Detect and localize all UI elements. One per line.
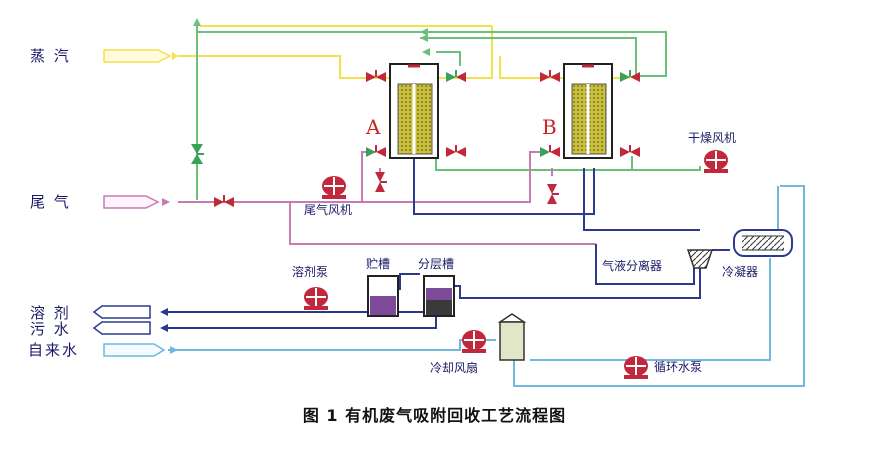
sewage-outlet-arrow [92,321,151,335]
valve-a-bottom-right [446,145,466,157]
adsorber-a-label: A [365,115,381,139]
condenser-label: 冷凝器 [722,264,758,279]
tap-water-label: 自来水 [28,341,79,359]
valve-a-top-left [366,70,386,82]
valve-b-top-left [540,70,560,82]
adsorber-b-label: B [542,115,557,139]
condenser [733,229,793,257]
valve-a-vertical [375,172,387,192]
tail-gas-inlet-arrow [103,195,160,209]
solvent-outlet-arrow [92,305,151,319]
tap-water-inlet-arrow [103,343,166,357]
valve-b-vertical [547,184,559,204]
adsorber-a [389,63,439,159]
gas-liquid-separator-label: 气液分离器 [602,258,662,273]
blue-pipes [168,185,805,387]
tail-gas-label: 尾 气 [30,193,71,211]
flow-arrows [160,18,430,354]
valve-tail-gas-inlet [214,195,234,207]
cooling-tower [497,313,527,361]
drying-fan [704,150,728,173]
tail-gas-fan [322,176,346,199]
drying-fan-label: 干燥风机 [688,131,736,145]
sewage-label: 污 水 [30,320,71,338]
solvent-pump [304,287,328,310]
gas-liquid-separator [686,249,714,269]
solvent-label: 溶 剂 [30,304,71,322]
circulation-pump-label: 循环水泵 [654,360,702,374]
storage-tank-label: 贮槽 [366,256,390,271]
green-pipes [196,26,701,200]
tail-gas-fan-label: 尾气风机 [304,202,352,217]
valve-green-vertical [191,144,204,164]
steam-label: 蒸 汽 [30,47,71,65]
separator-tank [423,275,455,317]
steam-inlet-arrow [103,49,172,63]
cooling-fan-label: 冷却风扇 [430,360,478,375]
tail-gas-pipes [178,151,596,245]
valve-b-bottom-left [540,145,560,157]
separator-tank-label: 分层槽 [418,257,454,271]
valve-b-top-right [620,70,640,82]
valve-a-bottom-left [366,145,386,157]
circulation-pump [624,356,648,379]
adsorber-b [563,63,613,159]
figure-caption: 图 1 有机废气吸附回收工艺流程图 [302,406,567,425]
cooling-fan [462,330,486,353]
storage-tank [367,275,399,317]
valve-b-bottom-right [620,145,640,157]
valve-a-top-right [446,70,466,82]
solvent-pump-label: 溶剂泵 [292,264,328,279]
valves [191,70,640,207]
